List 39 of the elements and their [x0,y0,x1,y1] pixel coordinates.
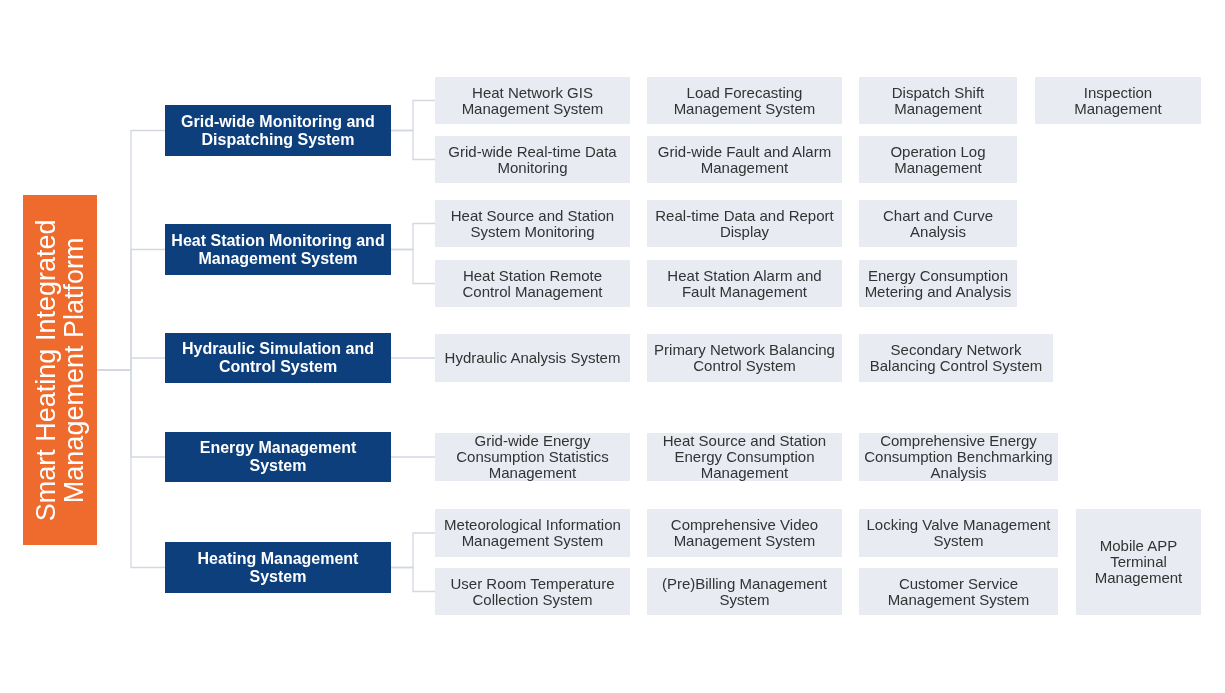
system-box: Heating Management System [165,542,391,593]
module-box: Heat Station Alarm and Fault Management [647,260,842,307]
connector-line [390,357,436,359]
module-box: Heat Station Remote Control Management [435,260,630,307]
module-box: Comprehensive Video Management System [647,509,842,557]
system-box: Hydraulic Simulation and Control System [165,333,391,383]
platform-title: Smart Heating Integrated Management Platform [31,218,89,523]
module-box: Grid-wide Fault and Alarm Management [647,136,842,183]
connector-line [96,369,166,569]
module-box: Inspection Management [1035,77,1201,124]
module-box: Real-time Data and Report Display [647,200,842,247]
module-box: Heat Source and Station Energy Consumption Management [647,433,842,481]
system-box: Grid-wide Monitoring and Dispatching System [165,105,391,156]
module-box: Hydraulic Analysis System [435,334,630,382]
module-box: Chart and Curve Analysis [859,200,1017,247]
platform-box [23,195,97,545]
connector-line [390,566,436,593]
connector-line [390,129,436,161]
module-box: Operation Log Management [859,136,1017,183]
module-box: Heat Network GIS Management System [435,77,630,124]
module-box: Heat Source and Station System Monitoring [435,200,630,247]
connector-line [390,456,436,458]
module-box: Customer Service Management System [859,568,1058,615]
module-box: Secondary Network Balancing Control System [859,334,1053,382]
module-box: Energy Consumption Metering and Analysis [859,260,1017,307]
system-box: Energy Management System [165,432,391,482]
module-box: Grid-wide Real-time Data Monitoring [435,136,630,183]
module-box: Grid-wide Energy Consumption Statistics Management [435,433,630,481]
module-box: Dispatch Shift Management [859,77,1017,124]
module-box: Comprehensive Energy Consumption Benchmarking Analysis [859,433,1058,481]
module-box: User Room Temperature Collection System [435,568,630,615]
module-box: Load Forecasting Management System [647,77,842,124]
module-box: Mobile APP Terminal Management [1076,509,1201,615]
module-box: Locking Valve Management System [859,509,1058,557]
module-box: Primary Network Balancing Control System [647,334,842,382]
module-box: (Pre)Billing Management System [647,568,842,615]
system-box: Heat Station Monitoring and Management System [165,224,391,275]
module-box: Meteorological Information Management System [435,509,630,557]
connector-line [390,248,436,285]
